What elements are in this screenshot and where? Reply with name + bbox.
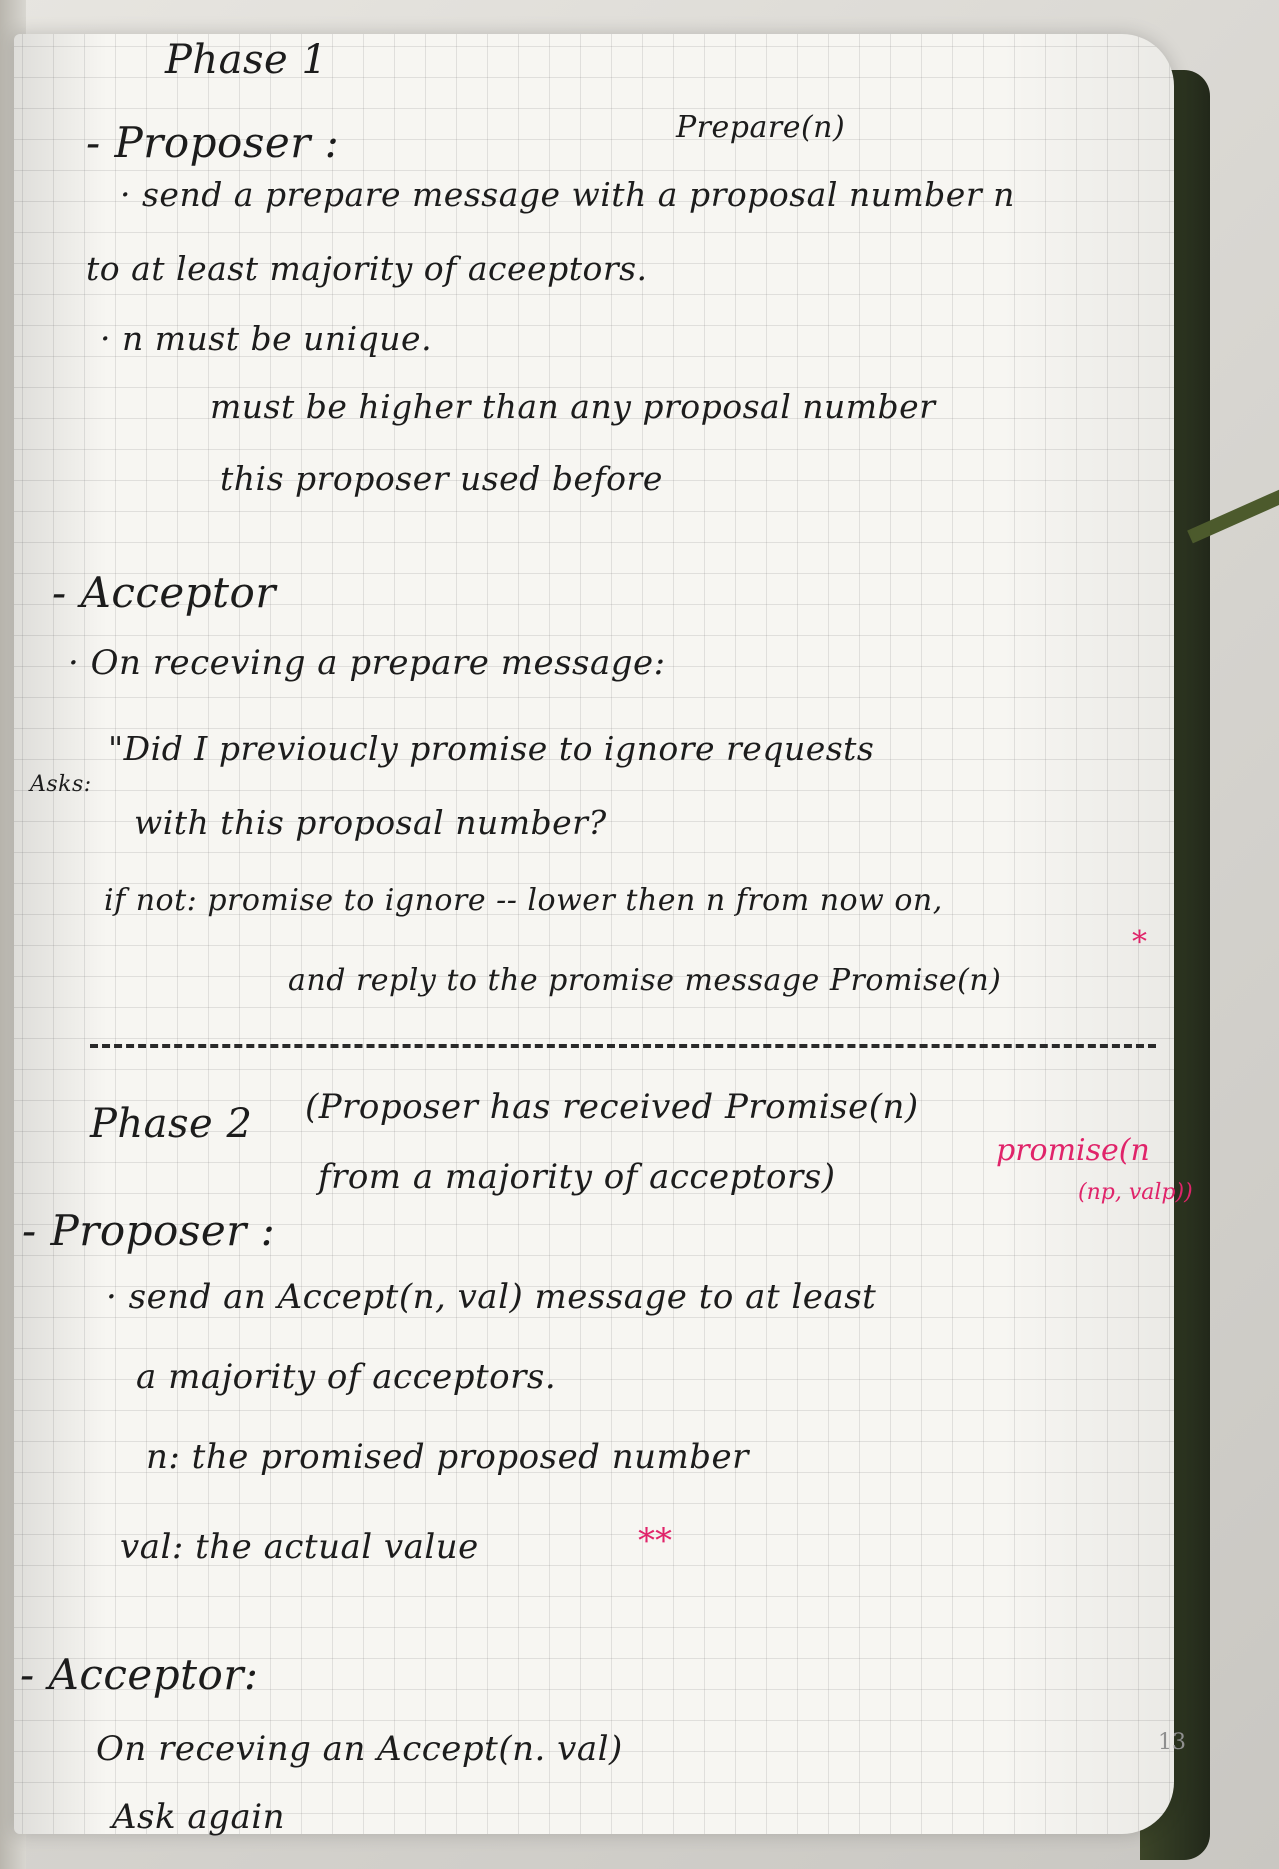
- phase2-line3: n: the promised proposed number: [146, 1437, 749, 1477]
- asks-label: Asks:: [30, 772, 92, 797]
- phase2-line4: val: the actual value: [120, 1527, 479, 1567]
- phase1-line2: to at least majority of aceeptors.: [86, 249, 648, 288]
- pink-note2: (np, valp)): [1078, 1180, 1193, 1205]
- phase2-heading-note1: (Proposer has received Promise(n): [305, 1087, 919, 1127]
- acceptor-line2: "Did I previoucly promise to ignore requ…: [108, 729, 875, 768]
- phase1-heading: Phase 1: [165, 37, 328, 83]
- phase2-acceptor-label: - Acceptor:: [20, 1650, 259, 1699]
- double-star-mark: **: [638, 1521, 672, 1561]
- star-mark: *: [1132, 925, 1147, 960]
- phase2-acceptor-line1: On receving an Accept(n. val): [96, 1729, 623, 1769]
- page-number: 13: [1158, 1730, 1186, 1755]
- phase1-proposer-label: - Proposer :: [86, 118, 340, 167]
- prepare-annotation: Prepare(n): [676, 110, 846, 145]
- phase2-proposer-label: - Proposer :: [22, 1206, 276, 1255]
- pink-note1: promise(n: [996, 1133, 1150, 1168]
- phase1-line4: must be higher than any proposal number: [210, 387, 936, 426]
- phase2-acceptor-line2: Ask again: [112, 1797, 285, 1837]
- phase1-line1: · send a prepare message with a proposal…: [120, 175, 1015, 214]
- phase-divider: [90, 1044, 1156, 1048]
- grid-page: [14, 34, 1174, 1834]
- acceptor-line3: with this proposal number?: [134, 803, 607, 842]
- phase1-line3: · n must be unique.: [100, 319, 433, 358]
- phase2-heading: Phase 2: [90, 1101, 253, 1147]
- acceptor-line5: and reply to the promise message Promise…: [288, 963, 1002, 998]
- phase1-acceptor-label: - Acceptor: [52, 568, 276, 617]
- phase2-line1: · send an Accept(n, val) message to at l…: [106, 1277, 877, 1317]
- acceptor-line4: if not: promise to ignore -- lower then …: [104, 883, 943, 918]
- phase1-line5: this proposer used before: [220, 459, 663, 498]
- phase2-line2: a majority of acceptors.: [136, 1357, 557, 1397]
- phase2-heading-note2: from a majority of acceptors): [318, 1157, 836, 1197]
- acceptor-line1: · On receving a prepare message:: [68, 643, 666, 683]
